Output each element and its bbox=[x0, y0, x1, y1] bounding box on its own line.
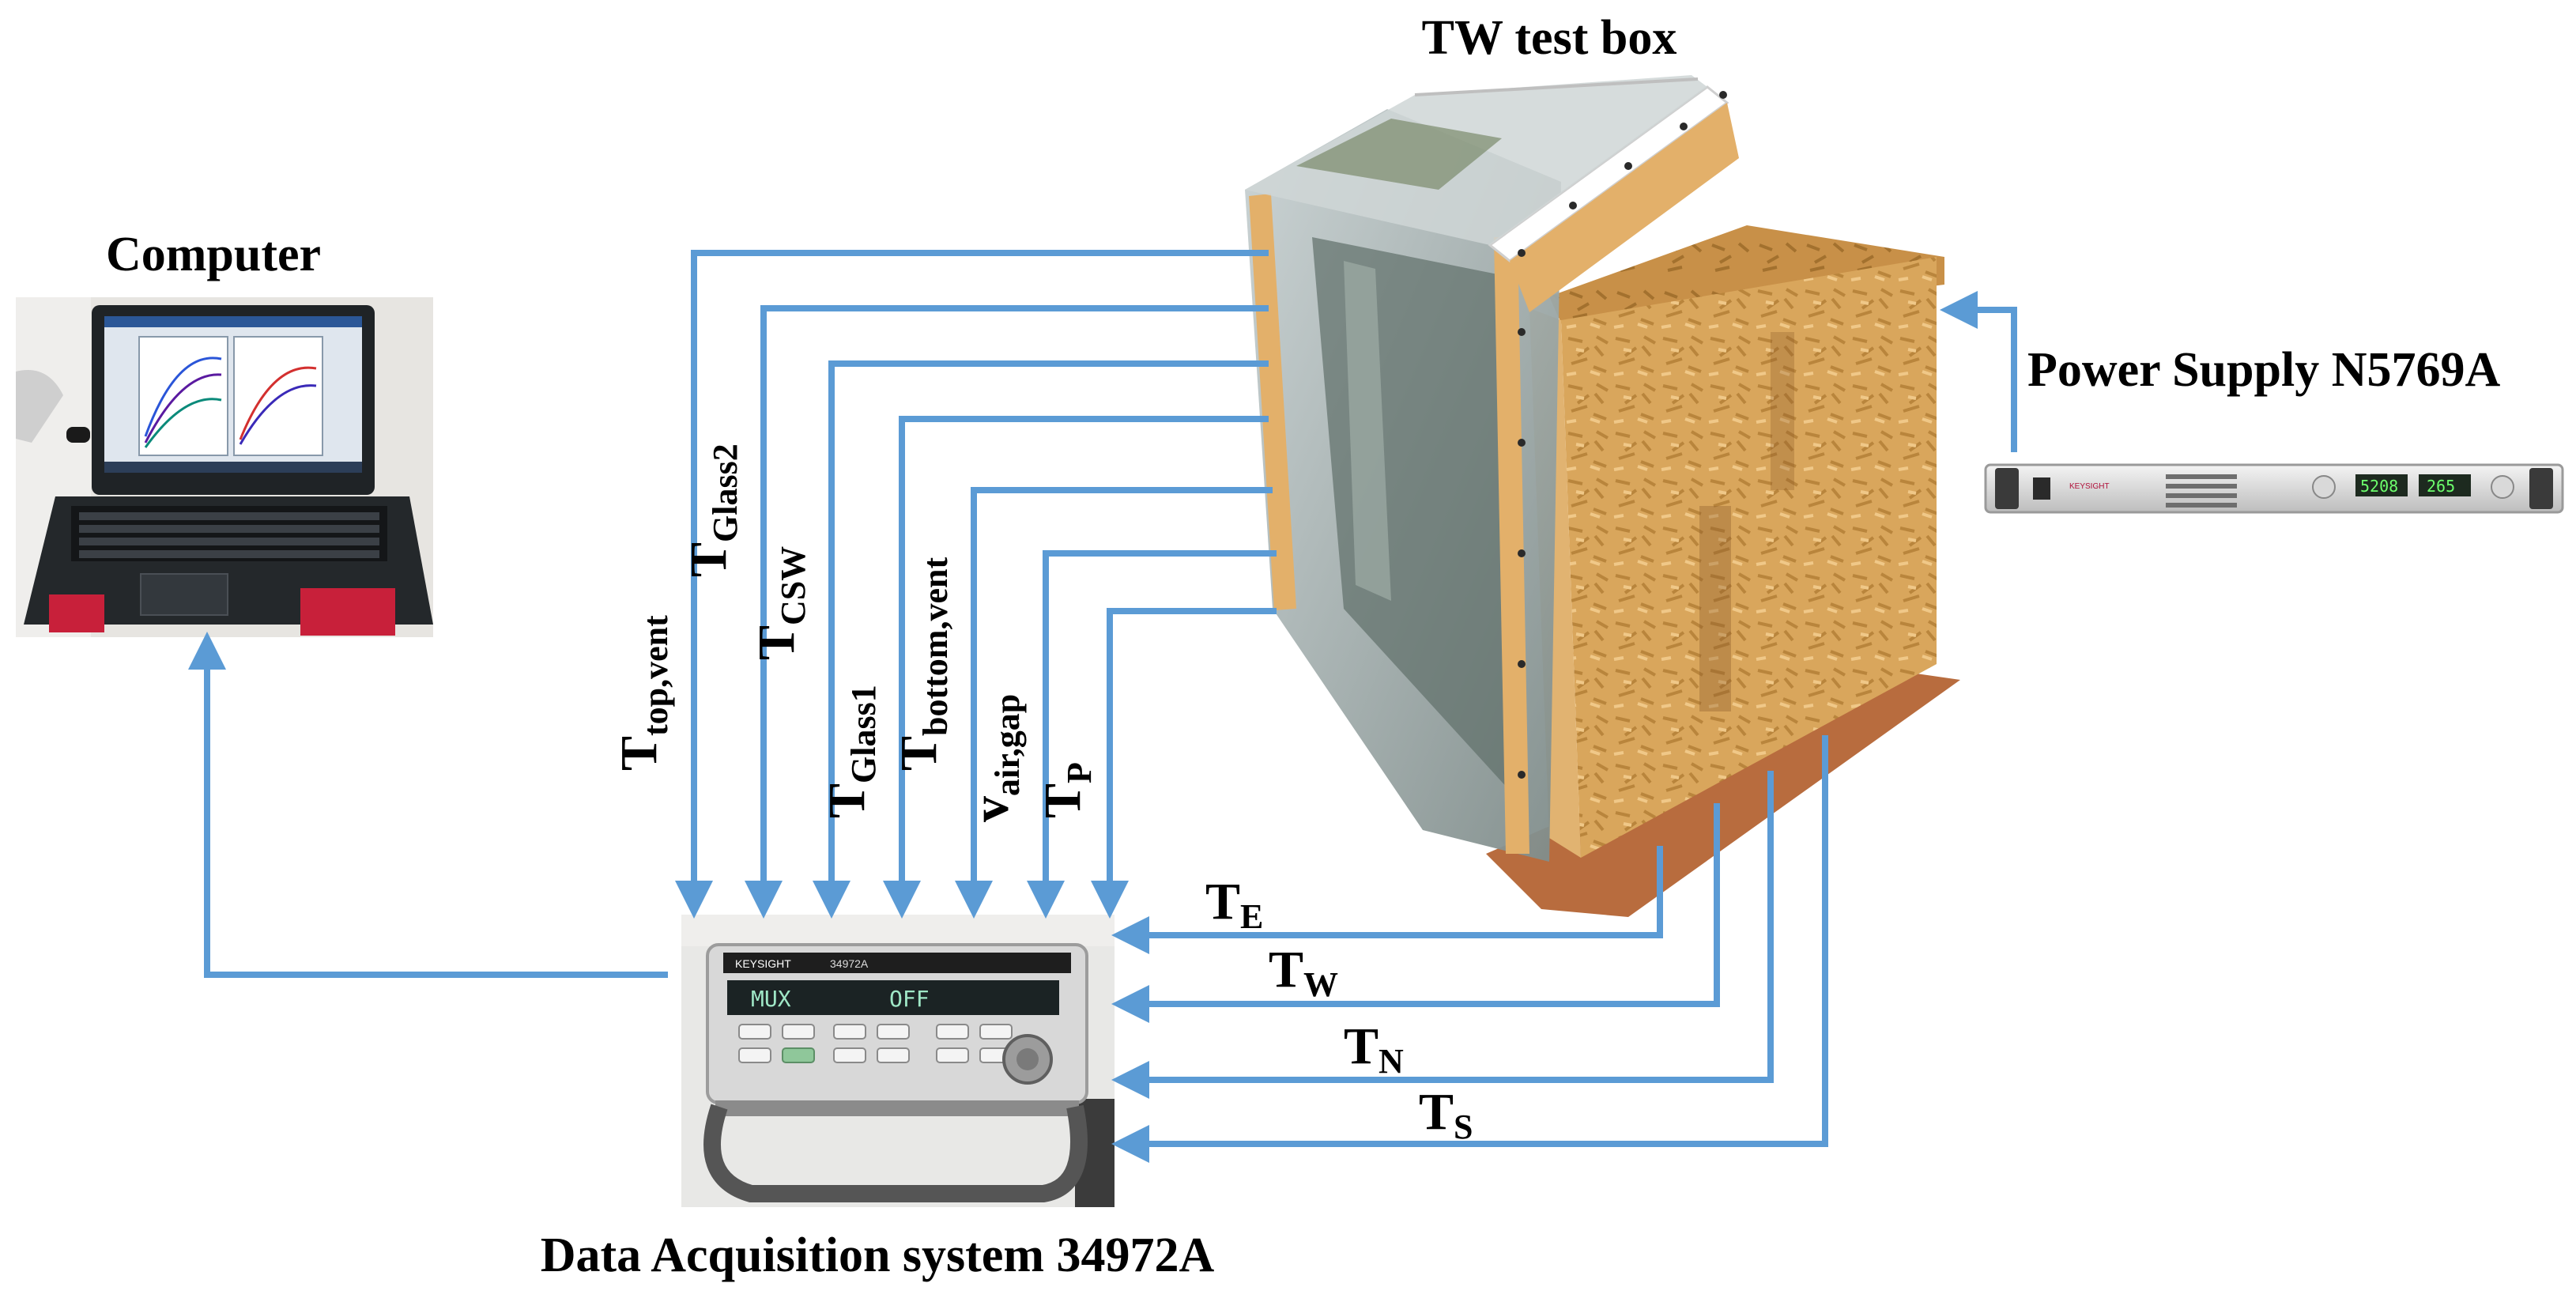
wire-t-w bbox=[1111, 803, 1720, 1023]
wire-t-bottom-vent bbox=[955, 487, 1273, 919]
svg-text:TP: TP bbox=[1034, 762, 1099, 818]
daq-display-right: OFF bbox=[889, 986, 930, 1012]
daq-title: Data Acquisition system 34972A bbox=[541, 1228, 1215, 1282]
horizontal-signal-labels: TE TW TN TS bbox=[1205, 873, 1473, 1146]
psu-brand: KEYSIGHT bbox=[2069, 482, 2110, 491]
label-t-glass1: TGlass1 bbox=[818, 685, 883, 818]
wire-power-supply-to-box bbox=[1940, 291, 2017, 452]
computer-image bbox=[16, 297, 433, 637]
label-t-p: TP bbox=[1034, 762, 1099, 818]
label-t-s: TS bbox=[1419, 1083, 1473, 1146]
power-supply-image: KEYSIGHT 5208 265 bbox=[1984, 463, 2564, 514]
daq-brand: KEYSIGHT bbox=[735, 957, 791, 970]
daq-image: KEYSIGHT 34972A MUX OFF bbox=[681, 915, 1115, 1207]
wire-t-s bbox=[1111, 735, 1828, 1163]
label-t-csw: TCSW bbox=[748, 546, 813, 660]
computer-title: Computer bbox=[106, 228, 321, 281]
test-box-image bbox=[1245, 75, 1960, 917]
svg-text:TGlass2: TGlass2 bbox=[680, 443, 745, 577]
svg-text:Tbottom,vent: Tbottom,vent bbox=[890, 557, 955, 771]
wire-t-p bbox=[1091, 608, 1277, 919]
label-t-glass2: TGlass2 bbox=[680, 443, 745, 577]
psu-current-readout: 265 bbox=[2427, 477, 2455, 496]
label-t-e: TE bbox=[1205, 873, 1263, 936]
test-box-title: TW test box bbox=[1422, 11, 1677, 65]
svg-text:TGlass1: TGlass1 bbox=[818, 685, 883, 818]
label-t-w: TW bbox=[1269, 941, 1338, 1004]
label-v-air-gap: vair,gap bbox=[962, 694, 1027, 822]
wire-t-glass2 bbox=[745, 305, 1269, 919]
wire-t-top-vent bbox=[675, 250, 1269, 919]
svg-text:Ttop,vent: Ttop,vent bbox=[610, 615, 675, 771]
power-supply-title: Power Supply N5769A bbox=[2027, 343, 2500, 397]
label-t-bottom-vent: Tbottom,vent bbox=[890, 557, 955, 771]
wire-t-csw bbox=[813, 360, 1269, 919]
wire-t-glass1 bbox=[883, 416, 1269, 919]
wire-t-e bbox=[1111, 846, 1663, 954]
wire-v-air-gap bbox=[1027, 550, 1277, 919]
label-t-n: TN bbox=[1344, 1017, 1404, 1081]
psu-voltage-readout: 5208 bbox=[2360, 477, 2398, 496]
vertical-signal-labels: Ttop,vent TGlass2 TCSW TGlass1 Tbottom,v… bbox=[610, 443, 1099, 822]
wire-t-n bbox=[1111, 771, 1774, 1099]
daq-model: 34972A bbox=[830, 957, 869, 970]
vertical-signal-wires bbox=[675, 250, 1277, 919]
daq-display-left: MUX bbox=[751, 986, 791, 1012]
svg-text:vair,gap: vair,gap bbox=[962, 694, 1027, 822]
svg-text:TCSW: TCSW bbox=[748, 546, 813, 660]
wire-daq-to-computer bbox=[188, 632, 668, 978]
label-t-top-vent: Ttop,vent bbox=[610, 615, 675, 771]
horizontal-signal-wires bbox=[1111, 735, 1828, 1163]
